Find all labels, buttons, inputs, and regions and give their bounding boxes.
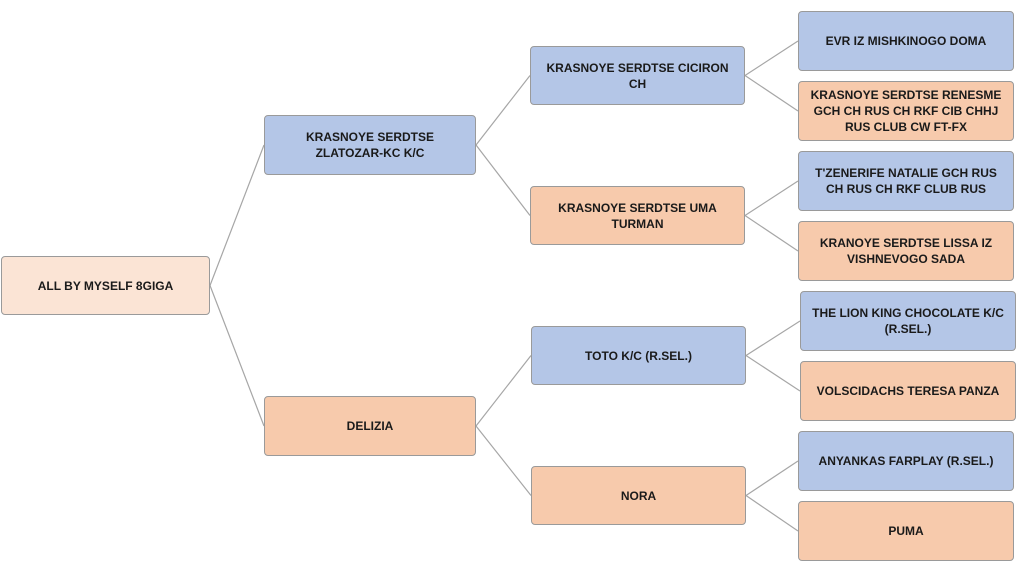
node-label: T'ZENERIFE NATALIE GCH RUS CH RUS CH RKF… xyxy=(815,166,997,196)
connector-sire-sire_sire xyxy=(475,75,531,146)
pedigree-node-sire-dam: KRASNOYE SERDTSE UMA TURMAN xyxy=(530,186,745,245)
pedigree-node-sire: KRASNOYE SERDTSE ZLATOZAR-KC K/C xyxy=(264,115,476,175)
pedigree-node-dsd: VOLSCIDACHS TERESA PANZA xyxy=(800,361,1016,421)
node-label: THE LION KING CHOCOLATE K/C (R.SEL.) xyxy=(812,306,1004,336)
node-label: DELIZIA xyxy=(346,419,394,433)
pedigree-node-dam-dam: NORA xyxy=(531,466,746,525)
connector-sire_sire-sss xyxy=(744,40,799,77)
node-label: ALL BY MYSELF 8GIGA xyxy=(37,278,174,293)
node-label: KRASNOYE SERDTSE ZLATOZAR-KC K/C xyxy=(305,130,435,160)
connector-dam-dam_sire xyxy=(475,355,532,427)
connector-sire_dam-sds xyxy=(744,180,799,217)
connector-dam-dam_dam xyxy=(475,425,532,496)
pedigree-node-ddd: PUMA xyxy=(798,501,1014,561)
connector-root-sire xyxy=(209,144,265,286)
node-label: TOTO K/C (R.SEL.) xyxy=(585,348,692,363)
connector-dam_sire-dss xyxy=(745,320,801,357)
connector-dam_sire-dsd xyxy=(745,354,801,392)
pedigree-node-sire-sire: KRASNOYE SERDTSE CICIRON CH xyxy=(530,46,745,105)
node-label: KRASNOYE SERDTSE RENESME GCH CH RUS CH R… xyxy=(810,88,1002,134)
pedigree-node-root: ALL BY MYSELF 8GIGA xyxy=(1,256,210,315)
connector-sire-sire_dam xyxy=(475,144,531,216)
pedigree-node-ssd: KRASNOYE SERDTSE RENESME GCH CH RUS CH R… xyxy=(798,81,1014,141)
node-label: ANYANKAS FARPLAY (R.SEL.) xyxy=(818,454,994,468)
node-label: EVR IZ MISHKINOGO DOMA xyxy=(825,34,987,48)
connector-sire_sire-ssd xyxy=(744,75,799,112)
node-label: KRASNOYE SERDTSE UMA TURMAN xyxy=(558,200,717,231)
pedigree-node-sdd: KRANOYE SERDTSE LISSA IZ VISHNEVOGO SADA xyxy=(798,221,1014,281)
pedigree-node-dam-sire: TOTO K/C (R.SEL.) xyxy=(531,326,746,385)
node-label: KRASNOYE SERDTSE CICIRON CH xyxy=(546,60,729,91)
node-label: KRANOYE SERDTSE LISSA IZ VISHNEVOGO SADA xyxy=(819,236,993,266)
pedigree-node-sss: EVR IZ MISHKINOGO DOMA xyxy=(798,11,1014,71)
node-label: NORA xyxy=(620,488,657,503)
connector-dam_dam-dds xyxy=(745,460,799,496)
node-label: PUMA xyxy=(888,524,924,538)
pedigree-node-dds: ANYANKAS FARPLAY (R.SEL.) xyxy=(798,431,1014,491)
pedigree-node-sds: T'ZENERIFE NATALIE GCH RUS CH RUS CH RKF… xyxy=(798,151,1014,211)
pedigree-node-dss: THE LION KING CHOCOLATE K/C (R.SEL.) xyxy=(800,291,1016,351)
connector-dam_dam-ddd xyxy=(745,495,799,532)
connector-root-dam xyxy=(209,285,265,427)
pedigree-node-dam: DELIZIA xyxy=(264,396,476,456)
connector-sire_dam-sdd xyxy=(744,215,799,252)
node-label: VOLSCIDACHS TERESA PANZA xyxy=(816,384,1000,398)
